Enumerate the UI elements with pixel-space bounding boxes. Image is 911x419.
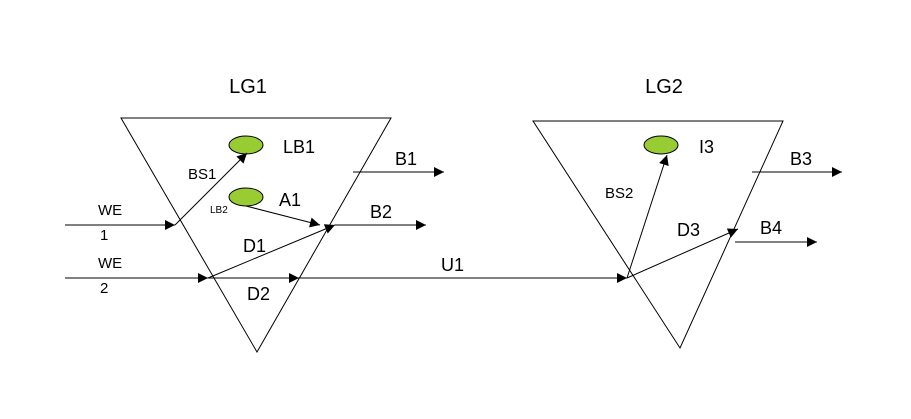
edge-we1-label-top: WE bbox=[98, 202, 122, 219]
group-lg1-triangle bbox=[120, 117, 392, 354]
edge-we1-label-bottom: 1 bbox=[100, 227, 108, 244]
edge-b4-label: B4 bbox=[760, 218, 782, 238]
edge-b3-label: B3 bbox=[790, 149, 812, 169]
edge-d3-label: D3 bbox=[677, 220, 700, 240]
edge-bs1-label: BS1 bbox=[188, 166, 216, 183]
node-i3-label: I3 bbox=[699, 137, 714, 157]
edge-a1 bbox=[245, 205, 321, 228]
edge-bs2-label: BS2 bbox=[605, 185, 633, 202]
edge-we2-label-bottom: 2 bbox=[100, 280, 108, 297]
edge-d2-label: D2 bbox=[247, 284, 270, 304]
node-i3 bbox=[643, 135, 679, 155]
group-lg2-triangle bbox=[532, 120, 784, 350]
node-lb2-label: LB2 bbox=[210, 205, 228, 216]
node-lb2 bbox=[228, 187, 264, 207]
edge-d1 bbox=[207, 224, 336, 279]
group-lg2-label: LG2 bbox=[645, 76, 683, 98]
edge-we2-label-top: WE bbox=[98, 255, 122, 272]
edge-b1-label: B1 bbox=[395, 149, 417, 169]
group-lg1-label: LG1 bbox=[229, 76, 267, 98]
edge-a1-label: A1 bbox=[279, 190, 301, 210]
edge-bs2 bbox=[626, 154, 669, 279]
node-lb1 bbox=[228, 135, 264, 155]
edge-d3 bbox=[626, 228, 739, 279]
edge-u1-label: U1 bbox=[441, 255, 464, 275]
edge-d1-label: D1 bbox=[243, 236, 266, 256]
edge-bs1 bbox=[174, 152, 248, 226]
edge-b2-label: B2 bbox=[370, 202, 392, 222]
node-lb1-label: LB1 bbox=[283, 137, 315, 157]
